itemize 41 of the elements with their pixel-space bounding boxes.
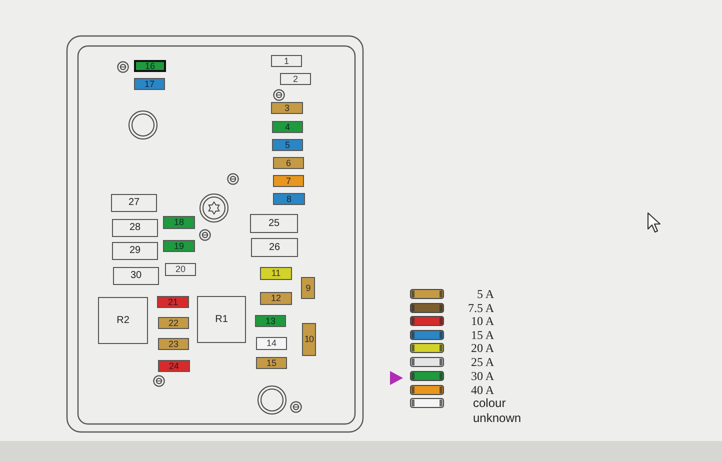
fuse: 24 xyxy=(158,360,190,372)
fuse-slot: 30 xyxy=(113,267,159,285)
fuse-slot: 25 xyxy=(250,214,298,233)
fuse: 11 xyxy=(260,267,292,280)
fuse: 9 xyxy=(301,277,315,299)
fuse: 1 xyxy=(271,55,302,67)
fuse: 10 xyxy=(302,323,316,356)
fuse: 7 xyxy=(273,175,304,187)
fuse: 2 xyxy=(280,73,311,85)
legend-label: 15 A xyxy=(470,328,494,342)
legend-label: 30 A xyxy=(470,369,494,383)
relay: R2 xyxy=(98,297,148,344)
fuse: 16 xyxy=(134,60,166,72)
fuse: 8 xyxy=(273,193,305,205)
fuse: 4 xyxy=(272,121,303,133)
legend-label: 5 A xyxy=(476,287,494,301)
fuse: 17 xyxy=(134,78,165,90)
fuse: 12 xyxy=(260,292,292,305)
fuse-slot: 27 xyxy=(111,194,157,212)
fuse: 22 xyxy=(158,317,189,329)
fuse: 23 xyxy=(158,338,189,350)
fuse: 3 xyxy=(271,102,303,114)
fuse: 20 xyxy=(165,263,196,276)
fuse: 14 xyxy=(256,337,287,350)
fuse: 21 xyxy=(157,296,189,308)
fuse-slot: 28 xyxy=(112,219,158,237)
fuse-slot: 29 xyxy=(112,242,158,260)
fuse: 13 xyxy=(255,315,286,327)
fuse: 18 xyxy=(163,216,195,229)
legend-label: 25 A xyxy=(470,355,494,369)
fuse: 5 xyxy=(272,139,303,151)
legend-label: 40 A xyxy=(470,383,494,397)
legend-label: colour unknown xyxy=(473,396,522,426)
legend-label: 7.5 A xyxy=(466,301,494,315)
relay: R1 xyxy=(197,296,246,343)
fuse-slot: 26 xyxy=(251,238,298,257)
fuse: 19 xyxy=(163,240,195,252)
fuse: 15 xyxy=(256,357,287,369)
fuse: 6 xyxy=(273,157,304,169)
legend-label: 20 A xyxy=(470,341,494,355)
legend-label: 10 A xyxy=(470,314,494,328)
